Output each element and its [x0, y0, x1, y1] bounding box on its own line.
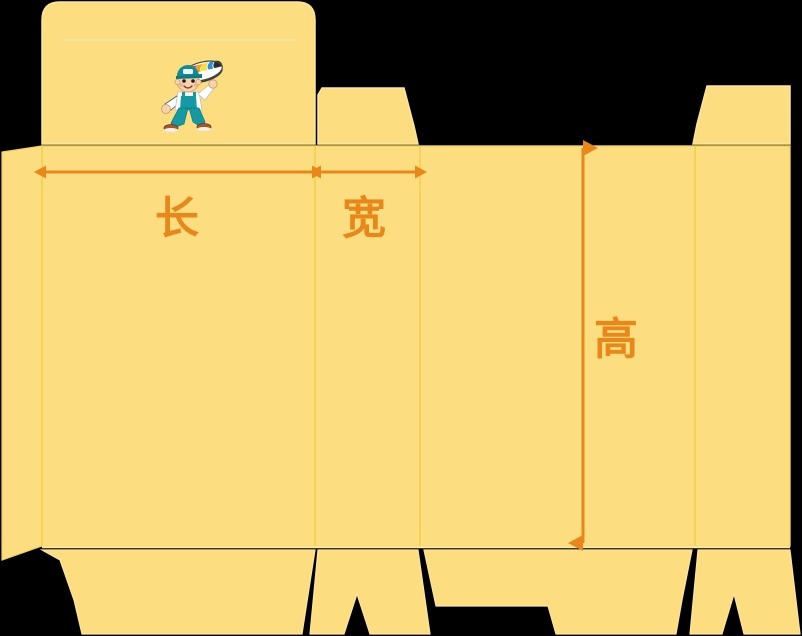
dimension-label-length: 长 — [155, 193, 199, 244]
top-tuck-tab-1 — [317, 87, 419, 145]
bottom-flap-1 — [39, 549, 316, 635]
bottom-flap-3 — [423, 549, 693, 635]
dimension-label-width: 宽 — [342, 193, 386, 244]
bottom-flap-4 — [689, 549, 801, 635]
delivery-worker-mascot-icon — [161, 60, 223, 132]
bottom-flap-2 — [309, 549, 431, 635]
dimension-label-height: 高 — [594, 314, 638, 365]
top-tuck-tab-2 — [692, 85, 791, 145]
body-panel-strip — [41, 145, 791, 547]
glue-flap-panel — [1, 145, 43, 561]
